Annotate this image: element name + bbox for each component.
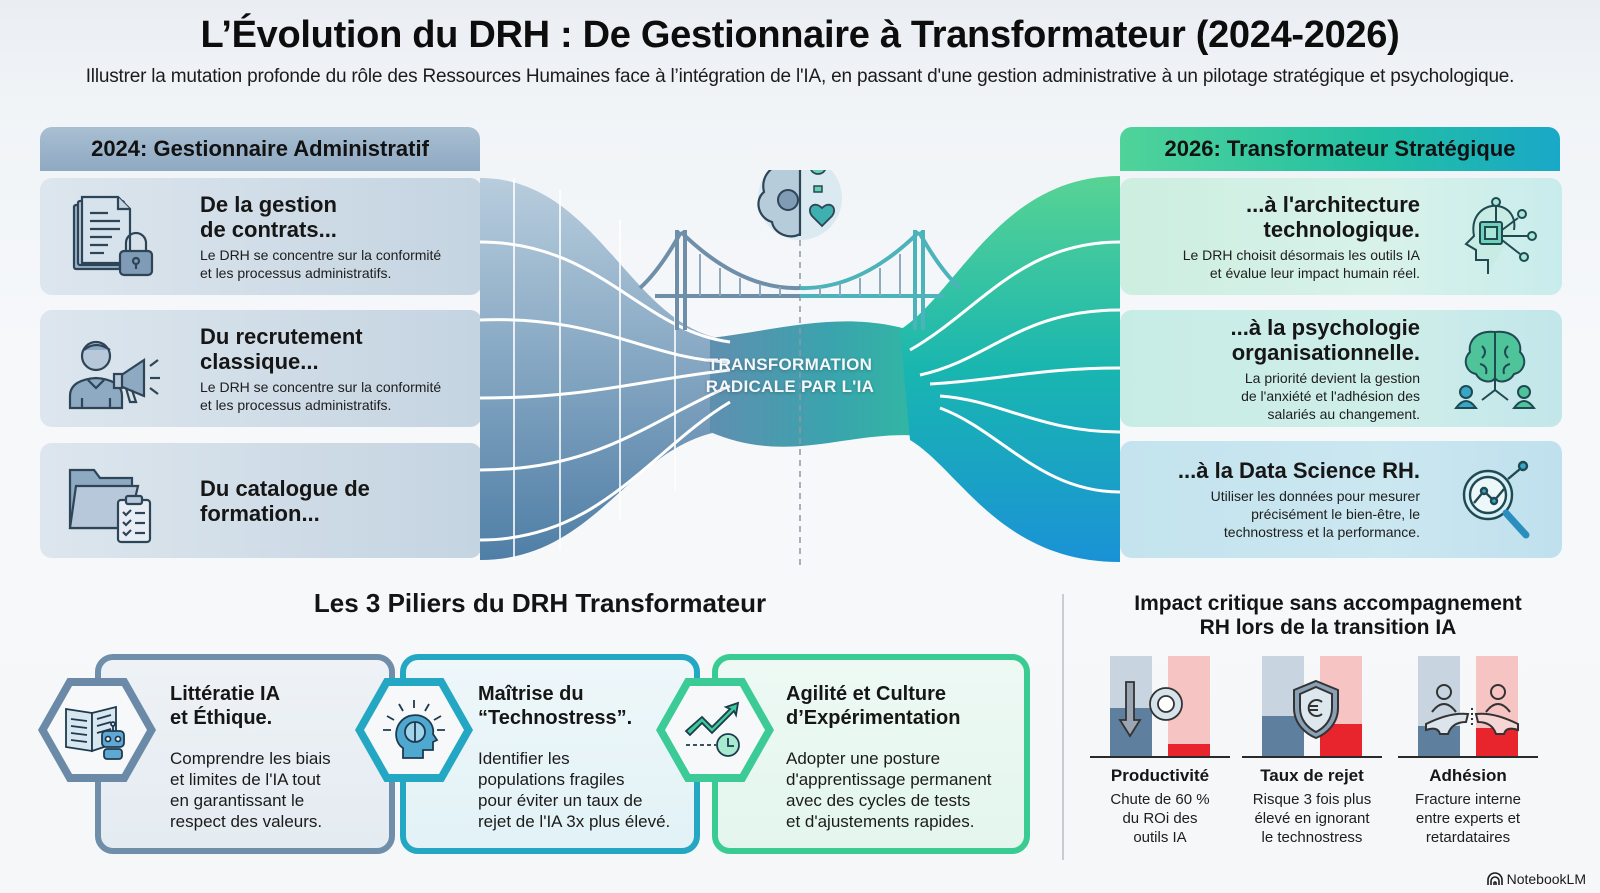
center-label: TRANSFORMATION RADICALE PAR L'IA [705, 355, 875, 396]
trend-arrow-clock-icon [684, 701, 740, 757]
pillars-section-title: Les 3 Piliers du DRH Transformateur [313, 588, 767, 618]
card-description: Le DRH choisit désormais les outils IA e… [1182, 246, 1420, 281]
card-title: De la gestion de contrats... [200, 191, 337, 242]
header: L’Évolution du DRH : De Gestionnaire à T… [0, 0, 1600, 108]
left-card-recruitment: Du recrutement classique... Le DRH se co… [40, 310, 482, 427]
transformation-flow-diagram [480, 170, 1120, 570]
brain-people-icon [1450, 319, 1540, 419]
card-title: Du recrutement classique... [200, 323, 363, 374]
broken-bridge-people-icon [1425, 684, 1519, 735]
notebooklm-logo-icon [1486, 872, 1503, 885]
brain-heart-bulb-icon [757, 170, 842, 240]
bar-red [1168, 744, 1210, 756]
left-card-training: Du catalogue de formation... [40, 443, 482, 558]
book-robot-icon [65, 705, 125, 760]
card-description: Utiliser les données pour mesurer précis… [1210, 488, 1420, 540]
right-card-architecture: ...à l'architecture technologique. Le DR… [1120, 178, 1562, 295]
recruiter-megaphone-icon [64, 319, 164, 419]
card-description: La priorité devient la gestion de l'anxi… [1241, 369, 1420, 422]
card-description: Le DRH se concentre sur la conformité et… [200, 246, 442, 281]
pillar-card-agility [712, 654, 1030, 854]
page-subtitle: Illustrer la mutation profonde du rôle d… [85, 66, 1515, 87]
pillar-hexagon-3 [656, 678, 774, 782]
head-brain-rays-icon [383, 700, 445, 759]
right-column-heading: 2026: Transformateur Stratégique [1120, 127, 1560, 171]
card-description: Le DRH se concentre sur la conformité et… [200, 378, 442, 413]
pillar-title: Maîtrise du“Technostress”. [478, 683, 633, 729]
brand-watermark: NotebookLM [1486, 871, 1586, 887]
page-title: L’Évolution du DRH : De Gestionnaire à T… [200, 14, 1400, 56]
left-card-contracts: De la gestion de contrats... Le DRH se c… [40, 178, 482, 295]
arrow-down-gear-icon [1118, 681, 1183, 738]
pillar-card-ai-literacy [95, 654, 395, 854]
folder-checklist-icon [64, 451, 164, 551]
right-card-psychology: ...à la psychologie organisationnelle. L… [1120, 310, 1562, 427]
left-column-heading: 2024: Gestionnaire Administratif [40, 127, 480, 171]
ai-head-circuit-icon [1450, 187, 1540, 287]
right-card-data-science: ...à la Data Science RH. Utiliser les do… [1120, 441, 1562, 558]
card-title: Du catalogue de formation... [200, 475, 370, 526]
card-title: ...à la psychologie organisationnelle. [1230, 314, 1420, 365]
shield-euro-icon [1293, 679, 1339, 740]
card-title: ...à l'architecture technologique. [1246, 191, 1420, 242]
impact-bar-chart [1090, 656, 1230, 758]
impact-bar-chart [1242, 656, 1382, 758]
bridge-icon [638, 230, 962, 330]
magnifier-chart-icon [1450, 450, 1540, 550]
card-title: ...à la Data Science RH. [1177, 458, 1420, 483]
document-lock-icon [64, 187, 164, 287]
section-divider [1062, 594, 1064, 860]
brand-label: NotebookLM [1506, 871, 1586, 887]
impact-bar-chart [1398, 656, 1538, 758]
